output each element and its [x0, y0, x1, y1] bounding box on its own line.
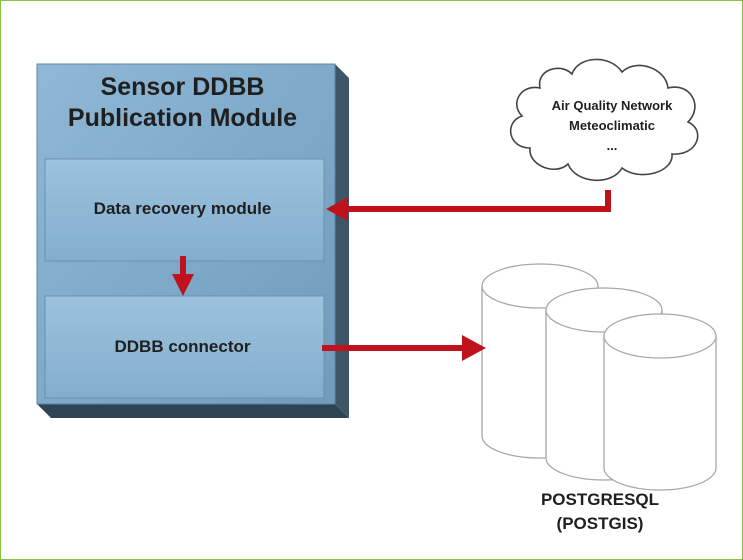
database-label-line2: (POSTGIS) [556, 514, 644, 533]
cloud-shape [509, 58, 699, 182]
database-cylinders [481, 263, 717, 491]
cloud-line-1: Air Quality Network [551, 98, 673, 113]
cloud-to-recovery-arrow [326, 190, 611, 221]
ddbb-connector-label: DDBB connector [114, 337, 251, 356]
recovery-submodule [44, 158, 325, 262]
database-label-line1: POSTGRESQL [540, 490, 660, 509]
database-label: POSTGRESQL (POSTGIS) [500, 488, 700, 536]
recovery-to-connector-arrow [172, 256, 194, 296]
connector-to-database-arrow [322, 335, 486, 361]
data-recovery-label: Data recovery module [93, 199, 272, 218]
cylinder-front [603, 313, 717, 491]
cloud-line-3: ... [606, 138, 618, 153]
module-depth-bottom [37, 404, 349, 418]
module-depth-right [335, 64, 349, 418]
module-title-line1: Sensor DDBB [100, 73, 265, 101]
cloud-label: Air Quality Network Meteoclimatic ... [512, 96, 712, 156]
module-block [36, 63, 349, 418]
cloud-line-2: Meteoclimatic [569, 118, 655, 133]
module-title-line2: Publication Module [67, 104, 298, 132]
module-title: Sensor DDBB Publication Module [40, 72, 325, 134]
arrows [172, 190, 611, 361]
connector-submodule [44, 295, 325, 399]
